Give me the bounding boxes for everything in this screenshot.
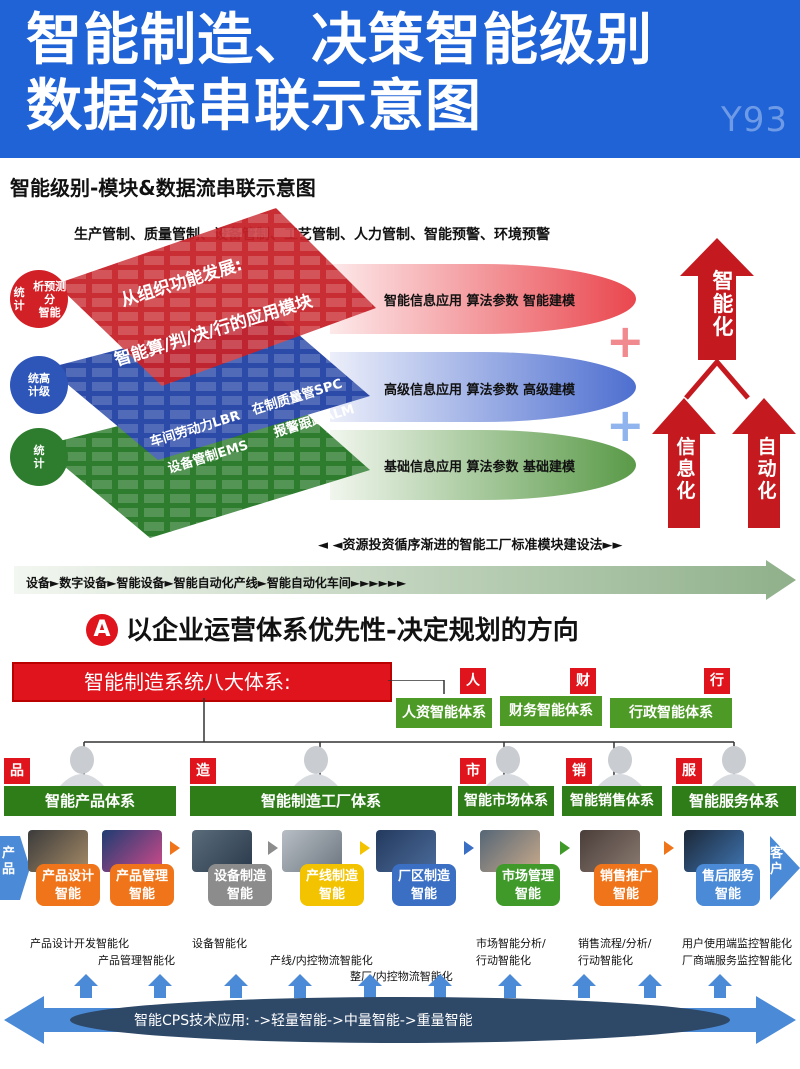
arrow-right-icon	[664, 841, 674, 855]
ellipse-intelligent-label: 智能信息应用 算法参数 智能建模	[384, 294, 576, 309]
process-service: 售后服务智能	[696, 864, 760, 906]
arrow-right-icon	[360, 841, 370, 855]
section-title: 智能级别-模块&数据流串联示意图	[10, 176, 316, 200]
arrow-up-icon	[708, 974, 732, 998]
process-product-design: 产品设计智能	[36, 864, 100, 906]
manufacturing-system-box: 智能制造工厂体系	[190, 786, 452, 816]
note-market-1: 市场智能分析/	[476, 937, 546, 950]
circle-intelligent: 统计 析预测分 智能	[10, 270, 68, 328]
product-system-box: 智能产品体系	[4, 786, 176, 816]
arrow-up-icon	[732, 398, 796, 528]
head-icon	[294, 746, 338, 786]
note-sales-2: 行动智能化	[578, 954, 633, 967]
arrow-up-icon	[428, 974, 452, 998]
plus-icon: +	[606, 314, 645, 368]
arrow-up-icon	[224, 974, 248, 998]
badge-finance: 财	[570, 668, 596, 694]
arrow-label-top: 智能化	[712, 269, 734, 339]
process-factory: 厂区制造智能	[392, 864, 456, 906]
section-a-badge: A	[86, 614, 118, 646]
head-icon	[598, 746, 642, 786]
evolution-arrow	[14, 560, 796, 600]
badge-service: 服	[676, 758, 702, 784]
admin-system-box: 行政智能体系	[610, 698, 732, 728]
note-market-2: 行动智能化	[476, 954, 531, 967]
product-side-label: 产 品	[2, 846, 16, 877]
badge-product: 品	[4, 758, 30, 784]
process-product-management: 产品管理智能	[110, 864, 174, 906]
ellipse-basic	[330, 430, 636, 500]
arrow-diagram	[652, 238, 796, 528]
cps-text: 智能CPS技术应用: ->轻量智能->中量智能->重量智能	[134, 1013, 473, 1029]
process-sales: 销售推广智能	[594, 864, 658, 906]
head-icon	[60, 746, 104, 786]
badge-hr: 人	[460, 668, 486, 694]
arrow-up-icon	[652, 398, 716, 528]
note-product-design: 产品设计开发智能化	[30, 937, 129, 950]
arrow-up-icon	[288, 974, 312, 998]
circle-advanced: 统高 计级	[10, 356, 68, 414]
arrow-right-icon	[464, 841, 474, 855]
eight-systems-bar: 智能制造系统八大体系:	[12, 662, 392, 702]
arrow-up-icon	[358, 974, 382, 998]
arrow-right-icon	[268, 841, 278, 855]
head-icon	[486, 746, 530, 786]
note-product-management: 产品管理智能化	[98, 954, 175, 967]
service-system-box: 智能服务体系	[672, 786, 796, 816]
layer-stack-graphic	[40, 208, 376, 538]
process-flow-arrow	[0, 836, 800, 900]
evolution-flow-text: 设备►数字设备►智能设备►智能自动化产线►智能自动化车间►►►►►►	[26, 576, 407, 590]
finance-system-box: 财务智能体系	[500, 696, 602, 726]
arrow-up-icon	[638, 974, 662, 998]
ellipse-intelligent	[330, 264, 636, 334]
ellipse-advanced	[330, 352, 636, 422]
header-banner	[0, 0, 800, 158]
head-icon	[712, 746, 756, 786]
process-production-line: 产线制造智能	[300, 864, 364, 906]
page-title: 智能制造、决策智能级别 数据流串联示意图	[26, 8, 653, 139]
sales-system-box: 智能销售体系	[562, 786, 662, 816]
investment-method-text: ◄ ◄资源投资循序渐进的智能工厂标准模块建设法►►	[318, 538, 623, 553]
arrow-up-icon	[680, 238, 754, 360]
hr-system-box: 人资智能体系	[396, 698, 492, 728]
note-equipment: 设备智能化	[192, 937, 247, 950]
cps-bar	[4, 996, 796, 1044]
note-service-1: 用户使用端监控智能化	[682, 937, 792, 950]
arrow-up-icon	[498, 974, 522, 998]
process-market: 市场管理智能	[496, 864, 560, 906]
ellipse-advanced-label: 高级信息应用 算法参数 高级建模	[384, 383, 576, 398]
badge-market: 市	[460, 758, 486, 784]
arrow-right-icon	[170, 841, 180, 855]
process-equipment: 设备制造智能	[208, 864, 272, 906]
arrow-label-right: 自动化	[757, 436, 777, 502]
step-arrows	[170, 841, 674, 855]
watermark: Y93	[720, 100, 788, 140]
arrow-up-icon	[148, 974, 172, 998]
ellipse-basic-label: 基础信息应用 算法参数 基础建模	[384, 460, 576, 475]
circle-basic: 统 计	[10, 428, 68, 486]
arrow-right-icon	[560, 841, 570, 855]
badge-sales: 销	[566, 758, 592, 784]
customer-side-label: 客 户	[770, 846, 784, 877]
note-production-line: 产线/内控物流智能化	[270, 954, 373, 967]
up-arrows	[74, 974, 732, 998]
market-system-box: 智能市场体系	[458, 786, 554, 816]
arrow-up-icon	[572, 974, 596, 998]
arrow-label-left: 信息化	[676, 436, 696, 502]
badge-admin: 行	[704, 668, 730, 694]
note-sales-1: 销售流程/分析/	[578, 937, 652, 950]
badge-manufacture: 造	[190, 758, 216, 784]
arrow-up-icon	[74, 974, 98, 998]
note-service-2: 厂商端服务监控智能化	[682, 954, 792, 967]
section-a-title: 以企业运营体系优先性-决定规划的方向	[126, 616, 579, 646]
plus-icon: +	[606, 398, 645, 452]
